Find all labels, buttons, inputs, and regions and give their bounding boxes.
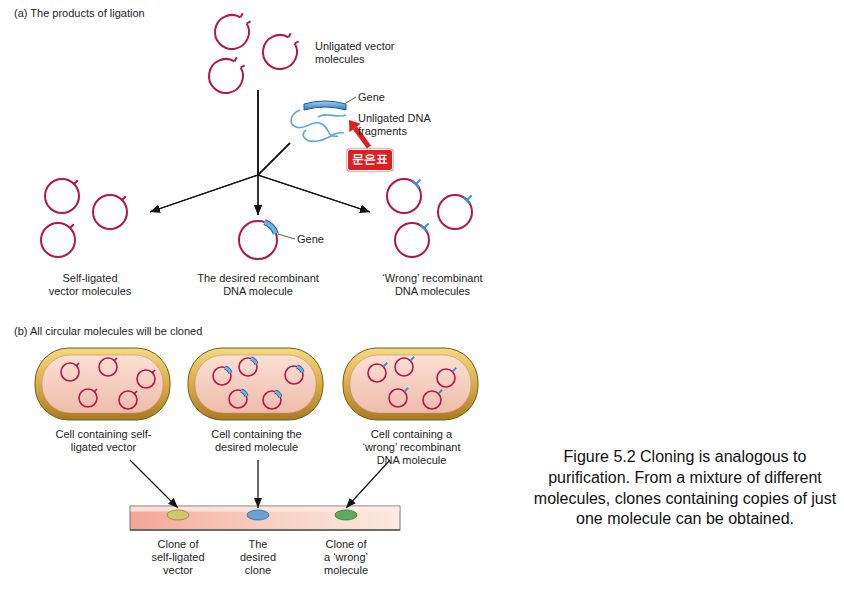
cell-box: Cell containing self-ligated vector (35, 348, 172, 460)
self-ligated-vector (45, 179, 79, 213)
plasmid (119, 391, 137, 409)
vector-circle (239, 221, 277, 259)
reaction-arrow (257, 90, 258, 215)
group-label: Unligated vector molecules (315, 40, 407, 66)
petri-dish (130, 506, 400, 530)
colony (167, 510, 189, 520)
cell-label: Cell containing a ‘wrong’ recombinant DN… (359, 428, 464, 468)
gene-label: Gene (358, 91, 398, 104)
plasmid (229, 390, 247, 408)
colony (335, 510, 357, 520)
clone-box: Clone of a ‘wrong’ molecule (305, 508, 387, 586)
clone-label: Clone of a ‘wrong’ molecule (322, 538, 370, 578)
gene-bar (304, 101, 346, 110)
molecule-group: Unligated vector molecules (200, 12, 415, 90)
clone-label: Clone of self-ligated vector (147, 538, 209, 578)
plasmid (263, 391, 281, 409)
reaction-arrow (150, 90, 258, 212)
cytoplasm (350, 355, 471, 413)
group-label: The desired recombinant DNA molecule (193, 272, 323, 298)
cell-wall (343, 348, 478, 420)
wrong-recombinant (395, 223, 429, 257)
plasmid (137, 370, 155, 388)
bacterial-cell (188, 348, 323, 420)
leader-line (346, 97, 356, 103)
group-label: Unligated DNA fragments (358, 112, 434, 138)
molecule-group: ‘Wrong’ recombinant DNA molecules (370, 175, 495, 300)
transfer-arrow (346, 460, 390, 508)
dna-fragment (303, 130, 344, 141)
clone-box: Clone of self-ligated vector (140, 508, 216, 586)
leader-line (278, 234, 295, 239)
plasmid (99, 358, 117, 376)
agar-medium (130, 506, 400, 530)
cell-wall (35, 348, 170, 420)
plasmid (285, 366, 303, 384)
gene-outline (265, 222, 276, 233)
panel-heading: (a) The products of ligation (14, 7, 274, 20)
reaction-arrow (258, 143, 290, 215)
fragment-group: GeneUnligated DNA fragments (290, 86, 450, 143)
cytoplasm (195, 355, 316, 413)
plasmid (437, 368, 456, 387)
clone-label: The desired clone (236, 538, 281, 578)
dna-fragment (318, 115, 346, 117)
clone-box: The desired clone (220, 508, 296, 586)
wrong-recombinant (387, 179, 421, 213)
plasmid (79, 389, 97, 407)
plasmid (213, 367, 231, 385)
gene-label: Gene (297, 233, 331, 246)
group-label: ‘Wrong’ recombinant DNA molecules (378, 272, 488, 298)
group-label: Self-ligated vector molecules (48, 272, 133, 298)
cell-wall (188, 348, 323, 420)
self-ligated-vector (93, 195, 127, 229)
desired-recombinant (239, 221, 295, 259)
plasmid (61, 363, 79, 381)
plasmid (423, 390, 442, 409)
transfer-arrow (257, 460, 258, 508)
cell-box: Cell containing a ‘wrong’ recombinant DN… (343, 348, 480, 460)
wrong-recombinant (438, 195, 472, 229)
cell-box: Cell containing the desired molecule (188, 348, 325, 460)
cytoplasm (42, 355, 163, 413)
gene-arc (265, 222, 276, 233)
plasmid (368, 363, 387, 382)
cell-label: Cell containing the desired molecule (202, 428, 311, 454)
vector-molecule (209, 57, 245, 93)
molecule-group: GeneThe desired recombinant DNA molecule (188, 215, 328, 300)
self-ligated-vector (41, 223, 75, 257)
colony (247, 510, 269, 520)
plasmid (239, 358, 257, 376)
annotation-tag: 문은표 (347, 149, 393, 171)
molecule-group: Self-ligated vector molecules (30, 175, 150, 300)
vector-molecule (215, 13, 251, 49)
bacterial-cell (343, 348, 478, 420)
vector-molecule (263, 33, 299, 69)
dna-fragment (291, 110, 338, 136)
plasmid (395, 357, 414, 376)
plasmid (389, 388, 408, 407)
figure-caption: Figure 5.2 Cloning is analogous to purif… (526, 447, 844, 530)
panel-heading: (b) All circular molecules will be clone… (14, 325, 314, 338)
dish-base (130, 529, 400, 530)
cell-label: Cell containing self-ligated vector (54, 428, 154, 454)
bacterial-cell (35, 348, 170, 420)
transfer-arrow (130, 460, 178, 508)
reaction-arrow (150, 143, 290, 212)
